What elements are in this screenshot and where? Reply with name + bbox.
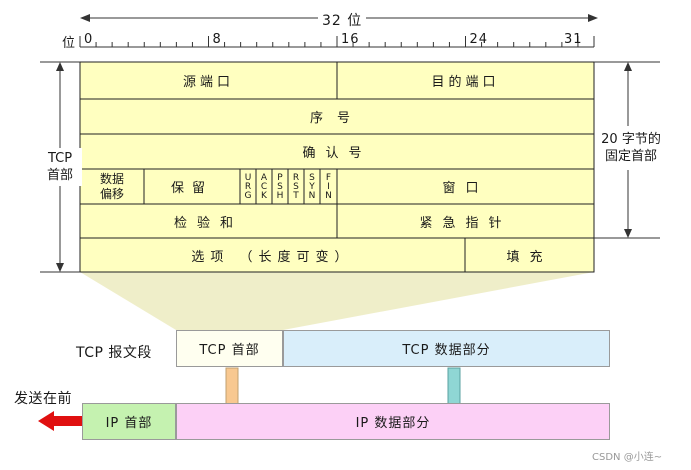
fixed-header-line1: 20 字节的	[601, 132, 661, 147]
flag-psh: PSH	[272, 169, 288, 204]
ruler-tick-label: 8	[212, 32, 222, 47]
window-field: 窗口	[442, 181, 489, 196]
flag-label: FIN	[323, 173, 334, 200]
flag-rst: RST	[288, 169, 304, 204]
tcp-header-side-label: TCP 首部	[38, 148, 82, 186]
tcp-data-segment: TCP 数据部分	[283, 330, 610, 367]
tcp-header-side-line2: 首部	[46, 168, 73, 183]
ack-number-field: 确认号	[302, 146, 372, 161]
send-first-label: 发送在前	[14, 391, 72, 407]
data-offset-line1: 数据	[99, 171, 124, 186]
padding-field: 填充	[506, 249, 553, 265]
source-port-field: 源端口	[182, 75, 234, 90]
destination-port-field: 目的端口	[431, 75, 500, 90]
urgent-pointer-field: 紧急指针	[419, 215, 512, 231]
flag-label: SYN	[307, 173, 317, 200]
watermark: CSDN @小连~	[592, 452, 663, 463]
flag-label: ACK	[259, 173, 269, 200]
ruler-tick-label: 31	[563, 32, 583, 47]
tcp-header-side-line1: TCP	[47, 151, 73, 166]
tcp-segment-label: TCP 报文段	[76, 345, 152, 361]
flag-ack: ACK	[256, 169, 272, 204]
ip-data-segment: IP 数据部分	[176, 403, 610, 440]
checksum-field: 检验和	[173, 215, 243, 231]
flag-label: RST	[291, 173, 301, 200]
options-field: 选项 （长度可变）	[191, 249, 354, 265]
data-offset-line2: 偏移	[99, 186, 124, 201]
reserved-field: 保留	[170, 181, 213, 196]
ruler-tick-label: 16	[341, 32, 360, 47]
flag-urg: URG	[240, 169, 256, 204]
bit-axis-label: 位	[62, 36, 77, 51]
flag-label: URG	[243, 173, 253, 200]
ruler-tick-label: 24	[469, 32, 489, 47]
fixed-header-label: 20 字节的 固定首部	[596, 128, 666, 168]
bit-width-label: 32 位	[318, 10, 367, 30]
ruler-tick-label: 0	[84, 32, 94, 47]
flag-fin: FIN	[320, 169, 337, 204]
ip-header-segment: IP 首部	[82, 403, 176, 440]
fixed-header-line2: 固定首部	[604, 149, 657, 164]
flag-label: PSH	[275, 173, 285, 200]
tcp-header-segment: TCP 首部	[176, 330, 283, 367]
flag-syn: SYN	[304, 169, 320, 204]
sequence-number-field: 序号	[309, 111, 364, 126]
data-offset-field: 数据 偏移	[80, 169, 144, 204]
